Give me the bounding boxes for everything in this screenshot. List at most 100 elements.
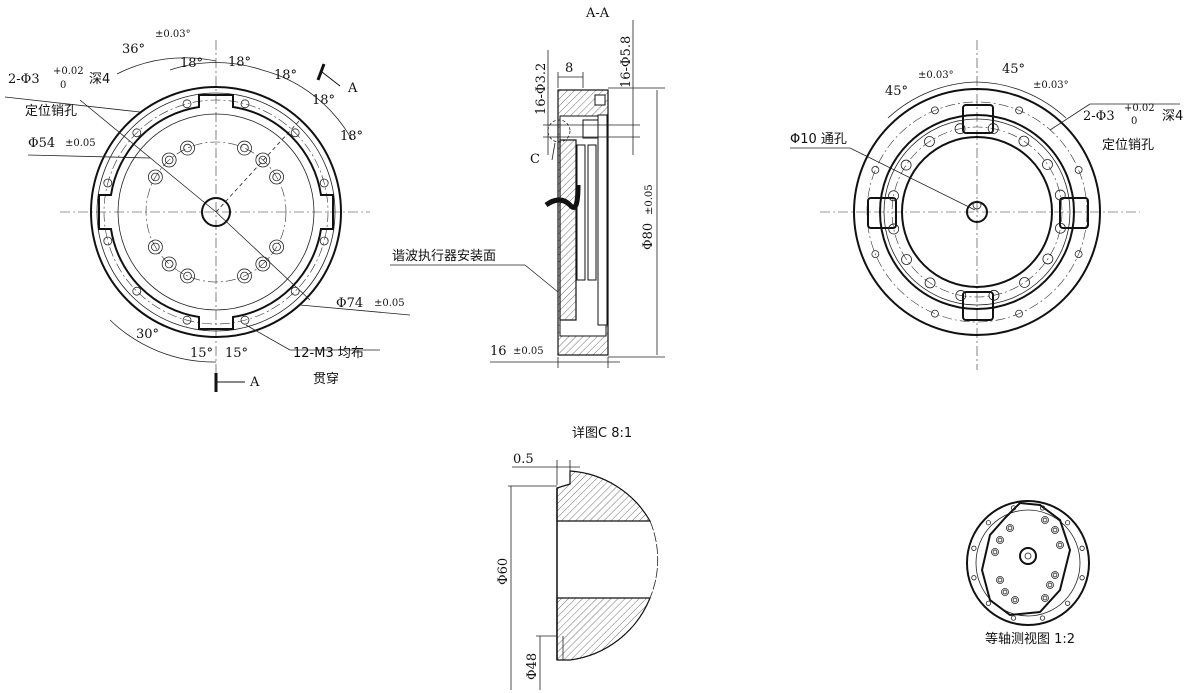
rear-hole [1074, 250, 1083, 258]
bolt-hole [258, 155, 268, 165]
rear-through-hole [901, 254, 912, 265]
rear-through-hole [1018, 135, 1030, 147]
bolt-hole [151, 172, 160, 182]
bolt-hole [147, 169, 163, 185]
dia-74-label: Φ74 [336, 296, 363, 311]
angle-45-tol-2: ±0.03° [1033, 80, 1069, 91]
bolt-hole [183, 143, 192, 153]
iso-hole [1010, 505, 1017, 511]
iso-bolt-hole [996, 576, 1004, 584]
iso-hole [1064, 600, 1071, 606]
pin-tol-upper: +0.02 [53, 66, 84, 77]
iso-hole [985, 600, 992, 606]
iso-hole [1010, 615, 1017, 621]
m3-hole [182, 99, 192, 109]
rear-through-hole [924, 136, 935, 147]
rear-pin-label: 定位销孔 [1102, 138, 1154, 153]
m3-hole [290, 128, 300, 138]
rear-through-hole [900, 159, 912, 171]
iso-hole [971, 545, 977, 551]
m3-hole [103, 236, 113, 246]
rear-center-hole [966, 201, 988, 223]
dim-0-5-label: 0.5 [513, 452, 534, 467]
iso-bolt-hole [1002, 589, 1008, 595]
iso-hole [1039, 615, 1046, 621]
iso-bolt-hole [997, 577, 1003, 583]
pin-tol-lower: 0 [60, 80, 66, 91]
bolt-hole [183, 271, 192, 281]
angle-45-tol-1: ±0.03° [918, 70, 954, 81]
m3-hole [240, 315, 250, 325]
iso-bolt-hole [1047, 582, 1053, 588]
rear-hole [1074, 166, 1083, 174]
rear-hole [1015, 309, 1023, 318]
section-label-a-top: A [347, 81, 358, 96]
bolt-hole [161, 152, 177, 168]
iso-bolt-hole [1007, 525, 1013, 531]
rear-through-hole [1054, 189, 1066, 201]
rear-hole [1015, 106, 1023, 115]
iso-bolt-hole [1012, 597, 1018, 603]
iso-bolt-hole [1057, 542, 1063, 548]
iso-bolt-hole [1042, 517, 1048, 523]
bolt-hole [258, 259, 268, 269]
m3-hole [103, 178, 113, 188]
dia-54-label: Φ54 [28, 136, 55, 151]
dim-8-label: 8 [565, 61, 573, 76]
angle-45-label-2: 45° [1002, 62, 1025, 77]
dia-54-tol: ±0.05 [65, 138, 96, 149]
angle-15-label-1: 15° [190, 346, 213, 361]
rear-through-hole [1042, 253, 1054, 265]
iso-bolt-hole [1011, 596, 1019, 604]
bolt-hole [269, 239, 285, 255]
detail-c-mark: C [530, 152, 540, 167]
rear-through-hole [954, 123, 966, 135]
iso-bolt-hole [996, 536, 1004, 544]
section-label-a-bottom: A [249, 375, 260, 390]
rear-through-hole [988, 289, 1000, 301]
rear-through-hole [888, 223, 900, 235]
angle-18-label-4: 18° [312, 93, 335, 108]
m3-hole [319, 236, 329, 246]
iso-bolt-hole [1006, 524, 1014, 532]
isometric-view: 等轴测视图 1:2 [966, 500, 1090, 647]
iso-title: 等轴测视图 1:2 [985, 631, 1075, 647]
angle-45-label-1: 45° [885, 84, 908, 99]
rear-hole [871, 250, 880, 258]
thickness-label: 16 [490, 344, 507, 359]
m3-hole [182, 315, 192, 325]
front-view: 36° ±0.03° 18° 18° 18° 18° 18° A A 2-Φ3 … [4, 29, 411, 392]
bolt-hole [237, 268, 252, 284]
iso-hole [1079, 545, 1085, 551]
thickness-tol: ±0.05 [513, 346, 544, 357]
rear-through-hole [1055, 222, 1066, 234]
section-title: A-A [585, 6, 610, 21]
iso-bolt-hole [991, 548, 999, 556]
detail-title: 详图C 8:1 [572, 426, 632, 441]
iso-hole [985, 520, 992, 526]
angle-36-tol: ±0.03° [155, 29, 191, 40]
rear-hole [931, 106, 939, 115]
pin-hole-spec: 2-Φ3 [8, 72, 40, 87]
angle-18-label-2: 18° [228, 55, 251, 70]
rear-through-hole [987, 123, 999, 134]
angle-18-label-3: 18° [274, 68, 297, 83]
inner-flange [98, 94, 334, 330]
iso-bolt-hole [1052, 527, 1058, 533]
rear-pin-tol-upper: +0.02 [1124, 103, 1155, 114]
thread-spec: 12-M3 均布 [293, 346, 364, 361]
angle-18-label-1: 18° [180, 56, 203, 71]
outer-rim [90, 86, 342, 338]
angle-15-label-2: 15° [225, 346, 248, 361]
bolt-hole [272, 242, 281, 252]
rear-through-hole [924, 277, 936, 289]
bolt-hole [147, 239, 163, 255]
bolt-hole [240, 271, 249, 281]
iso-bolt-hole [1042, 595, 1048, 601]
dia-80-tol: ±0.05 [644, 184, 655, 215]
iso-bolt-hole [1051, 571, 1059, 579]
bolt-hole [237, 140, 252, 156]
m3-hole [319, 178, 329, 188]
iso-bolt-hole [1041, 516, 1049, 524]
